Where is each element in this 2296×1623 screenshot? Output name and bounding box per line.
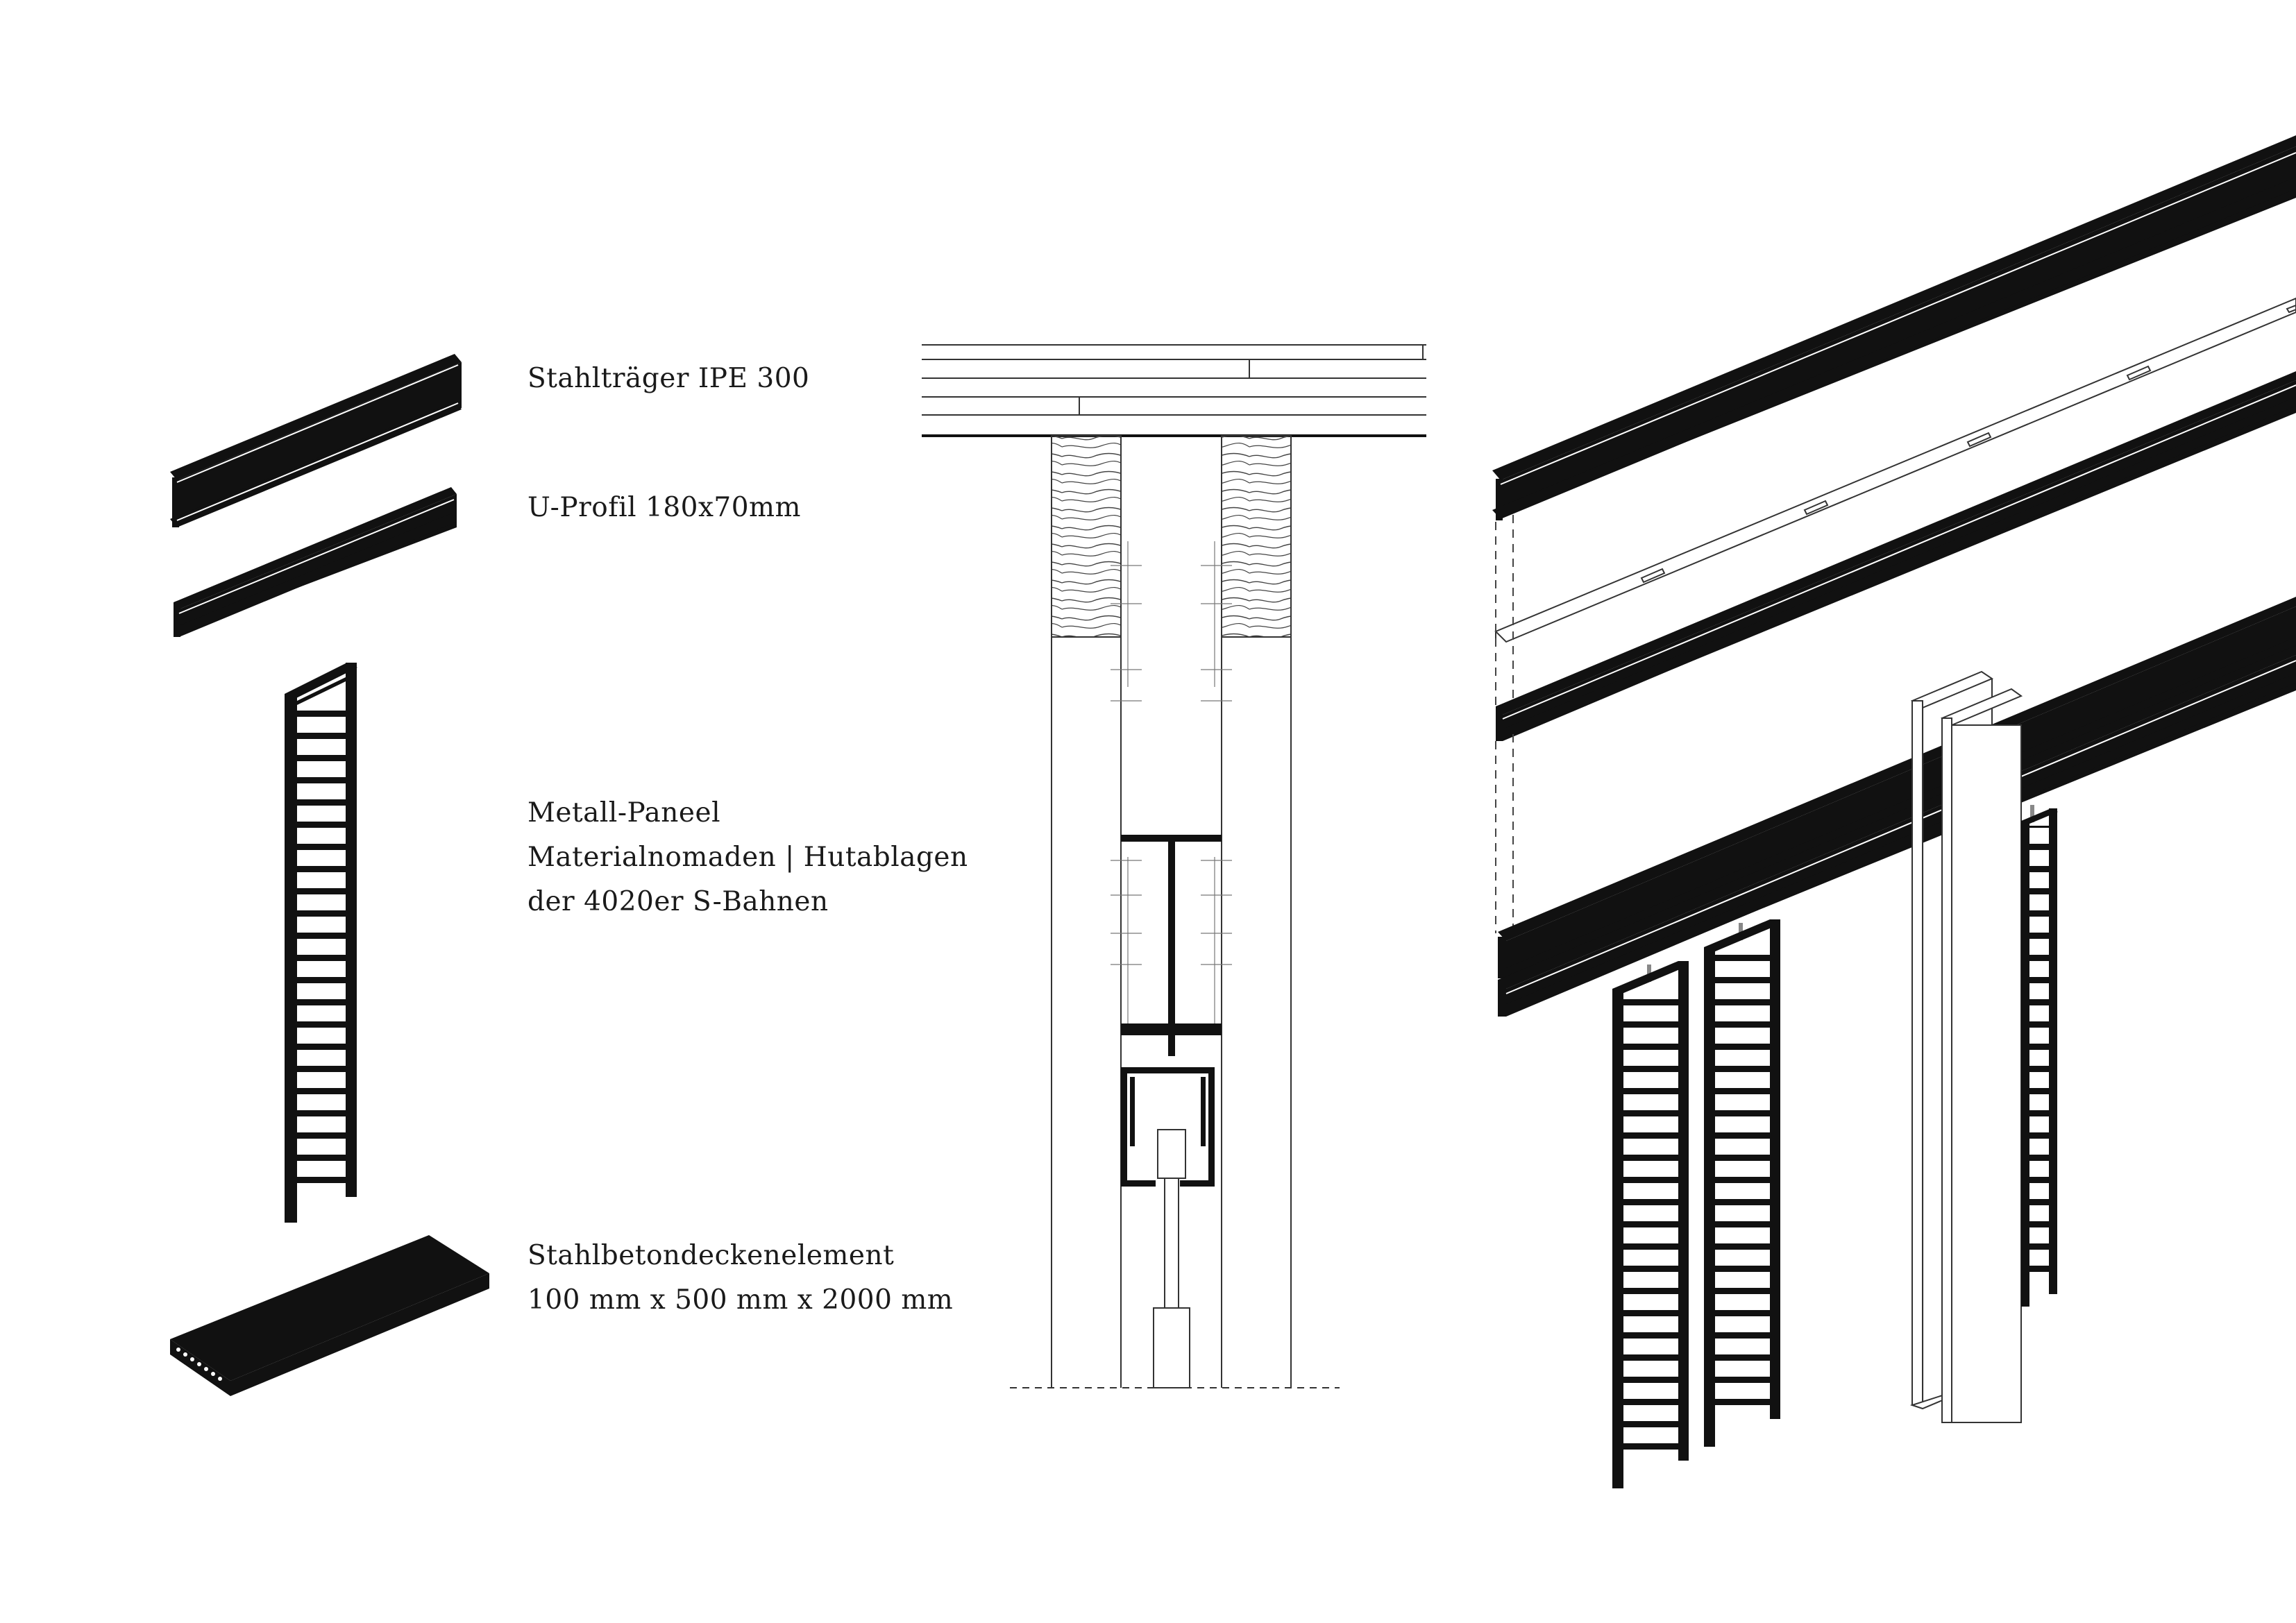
concrete-slab-icon (170, 1235, 489, 1396)
axo-ipe-beam (1492, 135, 2296, 520)
slab-hollow-cores (176, 1348, 222, 1381)
axonometric-assembly (1492, 135, 2296, 1488)
legend-beam-name: Stahlträger IPE 300 (527, 363, 810, 394)
legend-label-panel: Metall-Paneel Materialnomaden | Hutablag… (527, 791, 968, 924)
axo-panel-middle (1704, 919, 1780, 1447)
section-detail (922, 344, 1426, 1388)
ipe-beam-icon (170, 354, 462, 527)
axo-u-profile-upper (1496, 371, 2296, 741)
legend-slab-line2: 100 mm x 500 mm x 2000 mm (527, 1284, 954, 1316)
axo-connection-plate (1494, 297, 2296, 643)
legend-panel-line3: der 4020er S-Bahnen (527, 886, 829, 917)
axo-ipe-beam-lower (1498, 597, 2296, 980)
legend-panel-line1: Metall-Paneel (527, 797, 721, 829)
legend-uprofile-name: U-Profil 180x70mm (527, 492, 802, 523)
legend-label-uprofile: U-Profil 180x70mm (527, 486, 801, 530)
ipe-beam-section (1121, 835, 1222, 1030)
axo-panel-left (1612, 961, 1689, 1488)
floor-build-up (922, 344, 1426, 437)
legend-label-beam: Stahlträger IPE 300 (527, 357, 809, 401)
u-profile-icon (174, 487, 457, 637)
legend-slab-line1: Stahlbetondeckenelement (527, 1240, 895, 1271)
timber-post-left (1051, 435, 1122, 638)
u-profile-section (1121, 1028, 1222, 1187)
legend-label-slab: Stahlbetondeckenelement 100 mm x 500 mm … (527, 1234, 953, 1323)
axo-u-profile-lower (1498, 645, 2296, 1017)
axo-alignment-dashes (1495, 515, 1514, 933)
timber-post-right (1221, 435, 1292, 638)
axo-timber-posts (1909, 670, 2023, 1423)
metal-panel-icon (285, 663, 357, 1223)
axo-panel-right (2021, 805, 2058, 1307)
legend-panel-line2: Materialnomaden | Hutablagen (527, 842, 968, 873)
fasteners (1111, 541, 1232, 1023)
